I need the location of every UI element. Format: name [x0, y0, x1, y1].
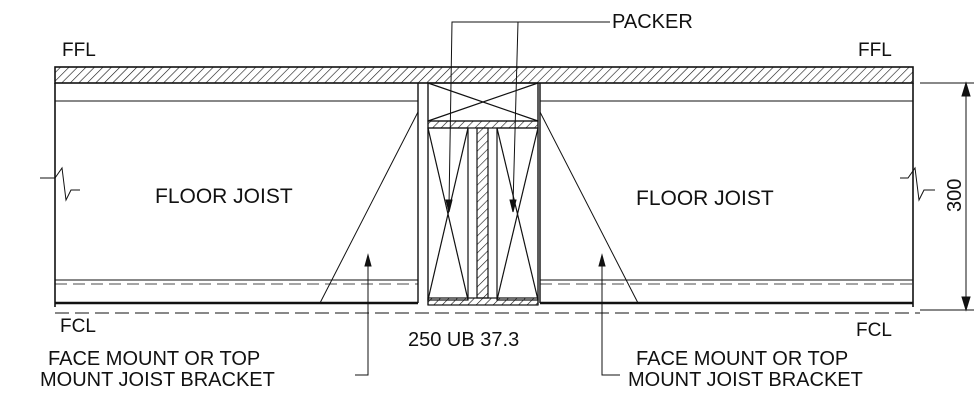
bracket-right-label-line1: FACE MOUNT OR TOP — [636, 348, 848, 370]
steel-beam-250ub — [427, 83, 539, 306]
bracket-right-leader — [598, 253, 620, 376]
floor-joist-left-label: FLOOR JOIST — [155, 185, 293, 208]
dimension-300-label: 300 — [944, 179, 966, 212]
ffl-left-label: FFL — [62, 40, 96, 61]
bracket-right-label-line2: MOUNT JOIST BRACKET — [628, 369, 863, 391]
fcl-left-label: FCL — [60, 316, 96, 337]
bracket-left — [319, 111, 419, 304]
bracket-left-label-line2: MOUNT JOIST BRACKET — [40, 369, 275, 391]
ffl-right-label: FFL — [858, 40, 892, 61]
bracket-left-label-line1: FACE MOUNT OR TOP — [48, 348, 260, 370]
packer-left — [427, 127, 469, 301]
beam-section-label: 250 UB 37.3 — [408, 329, 519, 351]
packer-label: PACKER — [612, 11, 693, 33]
dimension-300 — [920, 81, 974, 312]
packer-top — [427, 82, 539, 122]
break-line-left — [40, 166, 80, 202]
packer-leader — [445, 21, 610, 213]
bracket-left-leader — [355, 253, 372, 376]
floor-sheeting — [54, 66, 914, 84]
floor-joist-right-label: FLOOR JOIST — [636, 187, 774, 210]
fcl-right-label: FCL — [856, 320, 892, 341]
break-line-right — [900, 166, 935, 202]
packer-right — [496, 127, 539, 301]
bracket-right — [539, 111, 639, 304]
